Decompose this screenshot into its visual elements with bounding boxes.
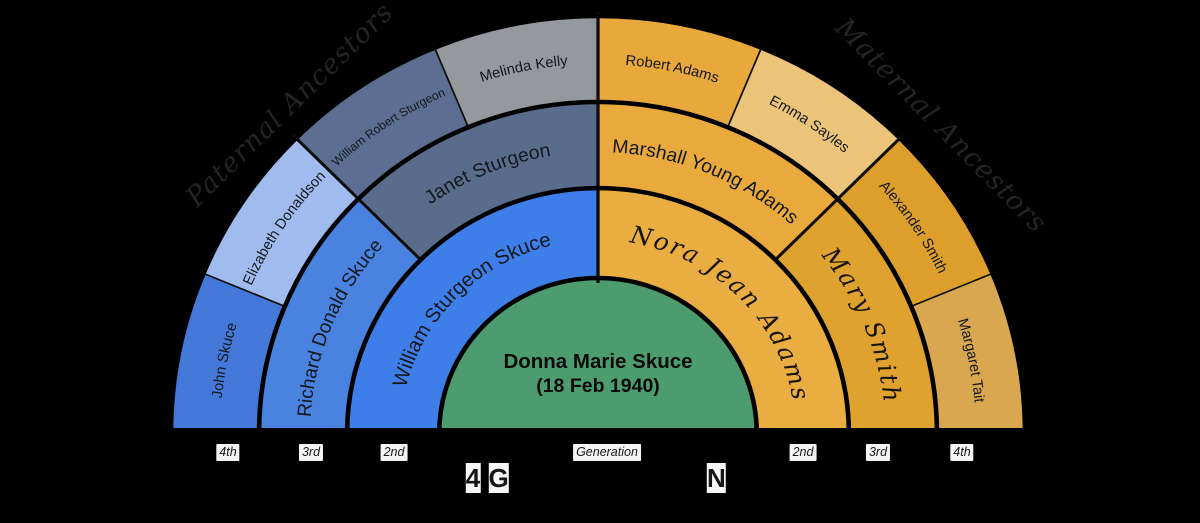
chart-title-char: F: [672, 463, 688, 493]
segment-robert-adams[interactable]: [598, 16, 762, 128]
segment-donna-marie-skuce[interactable]: [437, 276, 759, 433]
segment-alexander-smith[interactable]: [837, 138, 993, 307]
segment-john-skuce[interactable]: [170, 273, 285, 433]
fan-baseline-bar: [163, 428, 1031, 443]
segment-emma-sayles[interactable]: [727, 47, 900, 199]
center-person-birth-date: (18 Feb 1940): [536, 375, 660, 397]
segment-janet-sturgeon[interactable]: [358, 102, 598, 260]
chart-title-char: N: [706, 463, 727, 493]
chart-title-char: O: [624, 463, 646, 493]
generation-label: 4th: [950, 444, 974, 461]
segment-divider: [432, 43, 470, 130]
segment-marshall-young-adams[interactable]: [598, 102, 838, 260]
chart-title-char: G: [488, 463, 510, 493]
chart-title-char: N: [645, 463, 665, 493]
segment-mary-smith[interactable]: [775, 198, 937, 433]
generation-label: 3rd: [298, 444, 324, 461]
chart-title-char: A: [583, 463, 601, 493]
generation-label: 4th: [216, 444, 240, 461]
chart-title-char: I: [617, 463, 625, 493]
chart-title-char: N: [527, 463, 547, 493]
chart-title: 4 GENERATION FAN: [465, 463, 727, 494]
generation-label: 2nd: [789, 444, 817, 461]
generation-label: 2nd: [380, 444, 408, 461]
segment-william-robert-sturgeon[interactable]: [296, 47, 469, 199]
generation-label: 3rd: [865, 444, 891, 461]
chart-title-char: A: [687, 463, 707, 493]
chart-title-char: R: [564, 463, 584, 493]
segment-divider: [726, 43, 764, 130]
segment-nora-jean-adams[interactable]: [598, 188, 849, 433]
segment-divider: [199, 271, 288, 308]
chart-title-char: [665, 463, 673, 493]
ring-border: [168, 13, 1028, 434]
segment-margaret-tait[interactable]: [911, 273, 1026, 433]
center-person-name: Donna Marie Skuce: [503, 350, 692, 373]
ring-border: [256, 99, 940, 434]
generation-label: Generation: [573, 444, 641, 461]
ring-border: [436, 275, 760, 434]
segment-elizabeth-donaldson[interactable]: [203, 138, 359, 307]
chart-title-char: E: [509, 463, 528, 493]
segment-divider: [908, 271, 997, 308]
chart-title-char: 4: [465, 463, 481, 493]
ring-border: [344, 185, 852, 434]
segment-melinda-kelly[interactable]: [434, 16, 598, 128]
chart-title-char: E: [546, 463, 565, 493]
chart-title-char: T: [600, 463, 618, 493]
segment-william-sturgeon-skuce[interactable]: [347, 188, 598, 433]
segment-richard-donald-skuce[interactable]: [259, 198, 421, 433]
chart-title-char: [481, 463, 489, 493]
